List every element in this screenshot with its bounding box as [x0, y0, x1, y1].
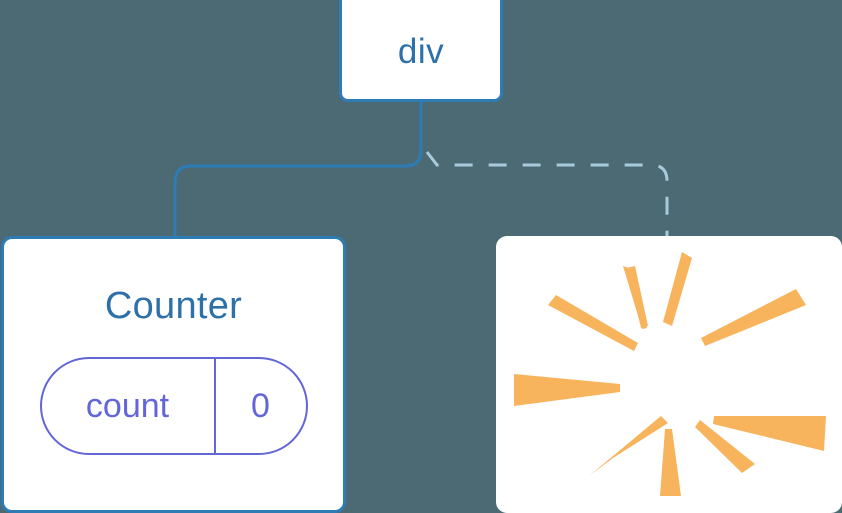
- sparkle-ray-1: [663, 252, 692, 326]
- state-badge-divider: [213, 359, 216, 453]
- node-counter[interactable]: Counter count 0: [1, 236, 346, 513]
- edge-div-to-sparkle: [425, 151, 669, 237]
- sparkle-ray-4: [548, 295, 638, 351]
- state-badge-count[interactable]: count 0: [39, 357, 308, 455]
- node-sparkle[interactable]: [496, 236, 842, 513]
- sparkle-ray-9: [660, 429, 681, 496]
- edge-div-to-counter: [173, 101, 423, 237]
- node-div-label: div: [397, 31, 445, 71]
- state-badge-value: 0: [251, 387, 270, 425]
- sparkle-ray-10: [623, 266, 647, 329]
- sparkle-ray-5: [514, 374, 620, 406]
- state-badge-key: count: [85, 387, 170, 425]
- sparkle-ray-3: [701, 289, 806, 346]
- sparkle-icon: [514, 252, 826, 496]
- sparkle-ray-8: [695, 420, 755, 473]
- node-counter-label: Counter: [104, 285, 243, 327]
- sparkle-ray-7: [589, 416, 668, 476]
- sparkle-ray-6: [713, 416, 826, 451]
- node-div[interactable]: div: [339, 0, 503, 102]
